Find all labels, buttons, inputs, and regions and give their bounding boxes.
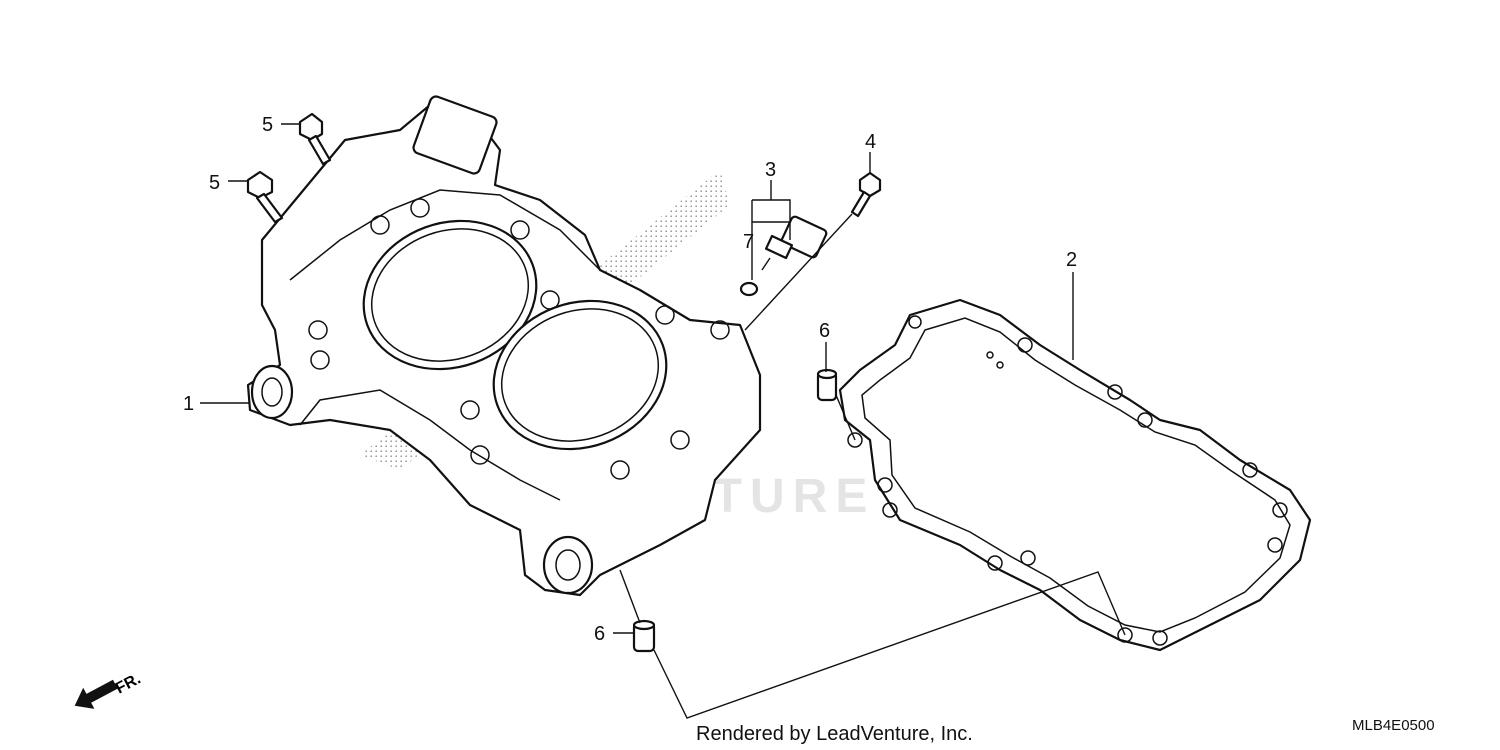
callout-3: 3 [765, 159, 776, 181]
callouts: 1 2 3 4 5 5 6 6 7 [183, 114, 1077, 645]
bolt-lower-part[interactable] [246, 170, 284, 224]
front-label: FR. [113, 670, 144, 697]
gasket-part[interactable] [838, 298, 1312, 652]
dowel-pin-lower-part[interactable] [632, 619, 656, 653]
sensor-bolt-part[interactable] [850, 171, 882, 218]
rendered-by-text: Rendered by LeadVenture, Inc. [696, 723, 973, 745]
cylinder-block-part[interactable] [246, 95, 762, 597]
callout-5-upper: 5 [262, 114, 273, 136]
callout-7: 7 [743, 231, 754, 253]
bolt-upper-part[interactable] [298, 112, 332, 166]
sensor-part[interactable] [761, 215, 828, 271]
leader-lines [200, 123, 1126, 719]
o-ring-part[interactable] [739, 281, 759, 297]
callout-1: 1 [183, 393, 194, 415]
callout-5-lower: 5 [209, 172, 220, 194]
callout-2: 2 [1066, 249, 1077, 271]
callout-4: 4 [865, 131, 876, 153]
callout-6-lower: 6 [594, 623, 605, 645]
diagram-code: MLB4E0500 [1352, 717, 1435, 734]
front-arrow-icon [74, 679, 118, 709]
callout-6-upper: 6 [819, 320, 830, 342]
dowel-pin-upper-part[interactable] [816, 368, 838, 402]
front-direction-indicator: FR. [74, 670, 144, 709]
